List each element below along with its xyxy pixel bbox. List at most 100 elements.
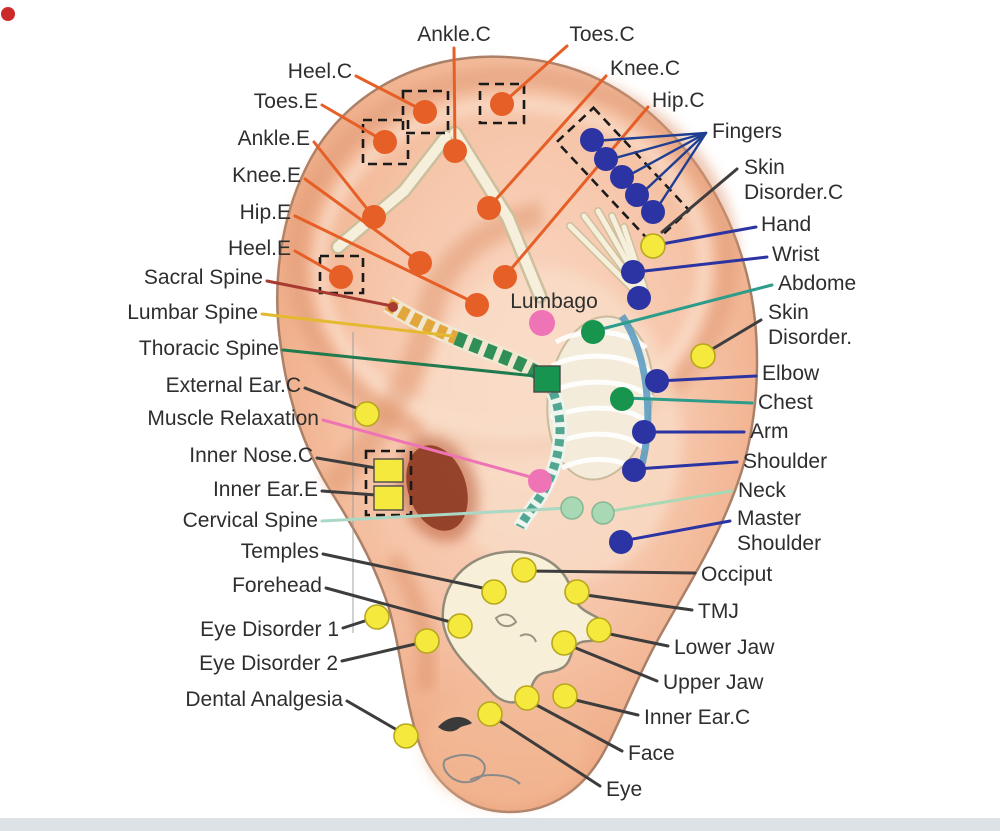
point-wrist (621, 260, 645, 284)
point-dental-analgesia (393, 723, 419, 749)
fingers-fan-line-4 (637, 131, 708, 198)
point-knee-c (477, 196, 501, 220)
pointer-line-knee-c (488, 74, 608, 208)
pointer-line-neck (603, 489, 734, 514)
pointer-line-occiput (526, 569, 697, 575)
pointer-line-eye (490, 714, 602, 788)
pointer-line-wrist (634, 255, 769, 274)
pointer-line-heel-c (354, 74, 426, 113)
box-heel-c (401, 89, 450, 135)
pointer-line-dental-analgesia (345, 699, 406, 736)
pointer-lines-layer (260, 44, 774, 788)
box-inner-nose-ear (364, 449, 413, 517)
antihelix-shadow (320, 201, 545, 497)
point-hip-e (465, 293, 489, 317)
point-occiput (511, 557, 537, 583)
pointer-line-hand (654, 225, 758, 247)
pointer-line-forehead (324, 586, 460, 626)
pointer-line-lumbar-spine (260, 312, 454, 338)
box-heel-e (318, 254, 365, 295)
point-upper-jaw (551, 630, 577, 656)
pointer-line-toes-c (501, 44, 569, 105)
point-arm (632, 420, 656, 444)
point-inner-ear-c (552, 683, 578, 709)
point-neck (591, 501, 615, 525)
point-toes-c (490, 92, 514, 116)
point-shoulder (622, 458, 646, 482)
point-inner-nose-c (373, 458, 404, 483)
pointer-line-eye-disorder-2 (340, 640, 426, 663)
pointer-line-thoracic-spine (281, 348, 537, 378)
point-temples (481, 579, 507, 605)
point-abdome (581, 320, 605, 344)
box-toes-e (361, 118, 410, 166)
point-elbow (645, 369, 669, 393)
pointer-line-shoulder (634, 460, 739, 471)
pointer-line-elbow (656, 374, 758, 383)
ear-canal-dark (406, 445, 468, 531)
pointer-line-tmj (577, 592, 694, 612)
point-finger-5 (641, 200, 665, 224)
point-ankle-e (362, 205, 386, 229)
pointer-line-muscle-relaxation (321, 418, 540, 481)
rib-edge-arc (619, 314, 652, 473)
point-forehead (447, 613, 473, 639)
box-fingers (555, 105, 691, 247)
pointer-line-hip-e (293, 214, 477, 305)
pointer-line-external-ear-c (303, 386, 366, 413)
fingers-fan-line-3 (622, 131, 708, 180)
pointer-line-ankle-c (452, 46, 457, 151)
pointer-line-lower-jaw (598, 630, 670, 648)
lobe-dark-glyph (438, 717, 472, 732)
point-ankle-c (443, 139, 467, 163)
point-finger-2 (594, 147, 618, 171)
pointer-line-temples (321, 552, 494, 592)
pointer-line-upper-jaw (564, 642, 659, 683)
point-wrist-2 (627, 286, 651, 310)
fingers-fan-line-1 (592, 131, 708, 143)
pointer-line-cervical-spine (320, 506, 571, 523)
lobe-marks (438, 717, 521, 785)
acupoints-layer (1, 7, 716, 749)
pointer-line-chest (622, 396, 754, 405)
point-skin-disorder (690, 343, 716, 369)
point-lumbago (529, 310, 555, 336)
pointer-line-abdome (592, 283, 774, 333)
point-master-shoulder (609, 530, 633, 554)
point-finger-4 (625, 183, 649, 207)
pointer-line-inner-ear-c (565, 696, 640, 717)
point-eye-disorder-1 (364, 604, 390, 630)
point-inner-ear-e (373, 485, 404, 511)
point-external-ear-c (354, 401, 380, 427)
box-toes-c (478, 82, 526, 125)
point-hand (640, 233, 666, 259)
fingers-fan-line-2 (606, 131, 708, 162)
point-thoracic-spine (533, 365, 561, 393)
pointer-line-master-shoulder (620, 519, 732, 543)
pointer-line-skin-disorder-c (660, 167, 739, 234)
point-toes-e (373, 130, 397, 154)
point-cervical-spine (560, 496, 584, 520)
pointer-line-face (527, 699, 624, 753)
point-eye-disorder-2 (414, 628, 440, 654)
point-heel-c (413, 100, 437, 124)
point-eye (477, 701, 503, 727)
point-finger-1 (580, 128, 604, 152)
pointer-line-sacral-spine (265, 279, 394, 308)
point-sacral-spine (388, 302, 398, 312)
fingers-fan-line-5 (652, 131, 708, 215)
point-tmj (564, 579, 590, 605)
pointer-line-toes-e (320, 103, 386, 143)
point-chest (610, 387, 634, 411)
point-heel-e (329, 265, 353, 289)
pointer-line-ankle-e (312, 140, 374, 217)
point-hip-c (493, 265, 517, 289)
pointer-line-skin-disorder (702, 318, 763, 356)
pointer-line-knee-e (303, 177, 420, 263)
point-face (514, 685, 540, 711)
point-knee-e (408, 251, 432, 275)
point-lower-jaw (586, 617, 612, 643)
bottom-strip (0, 818, 1000, 831)
